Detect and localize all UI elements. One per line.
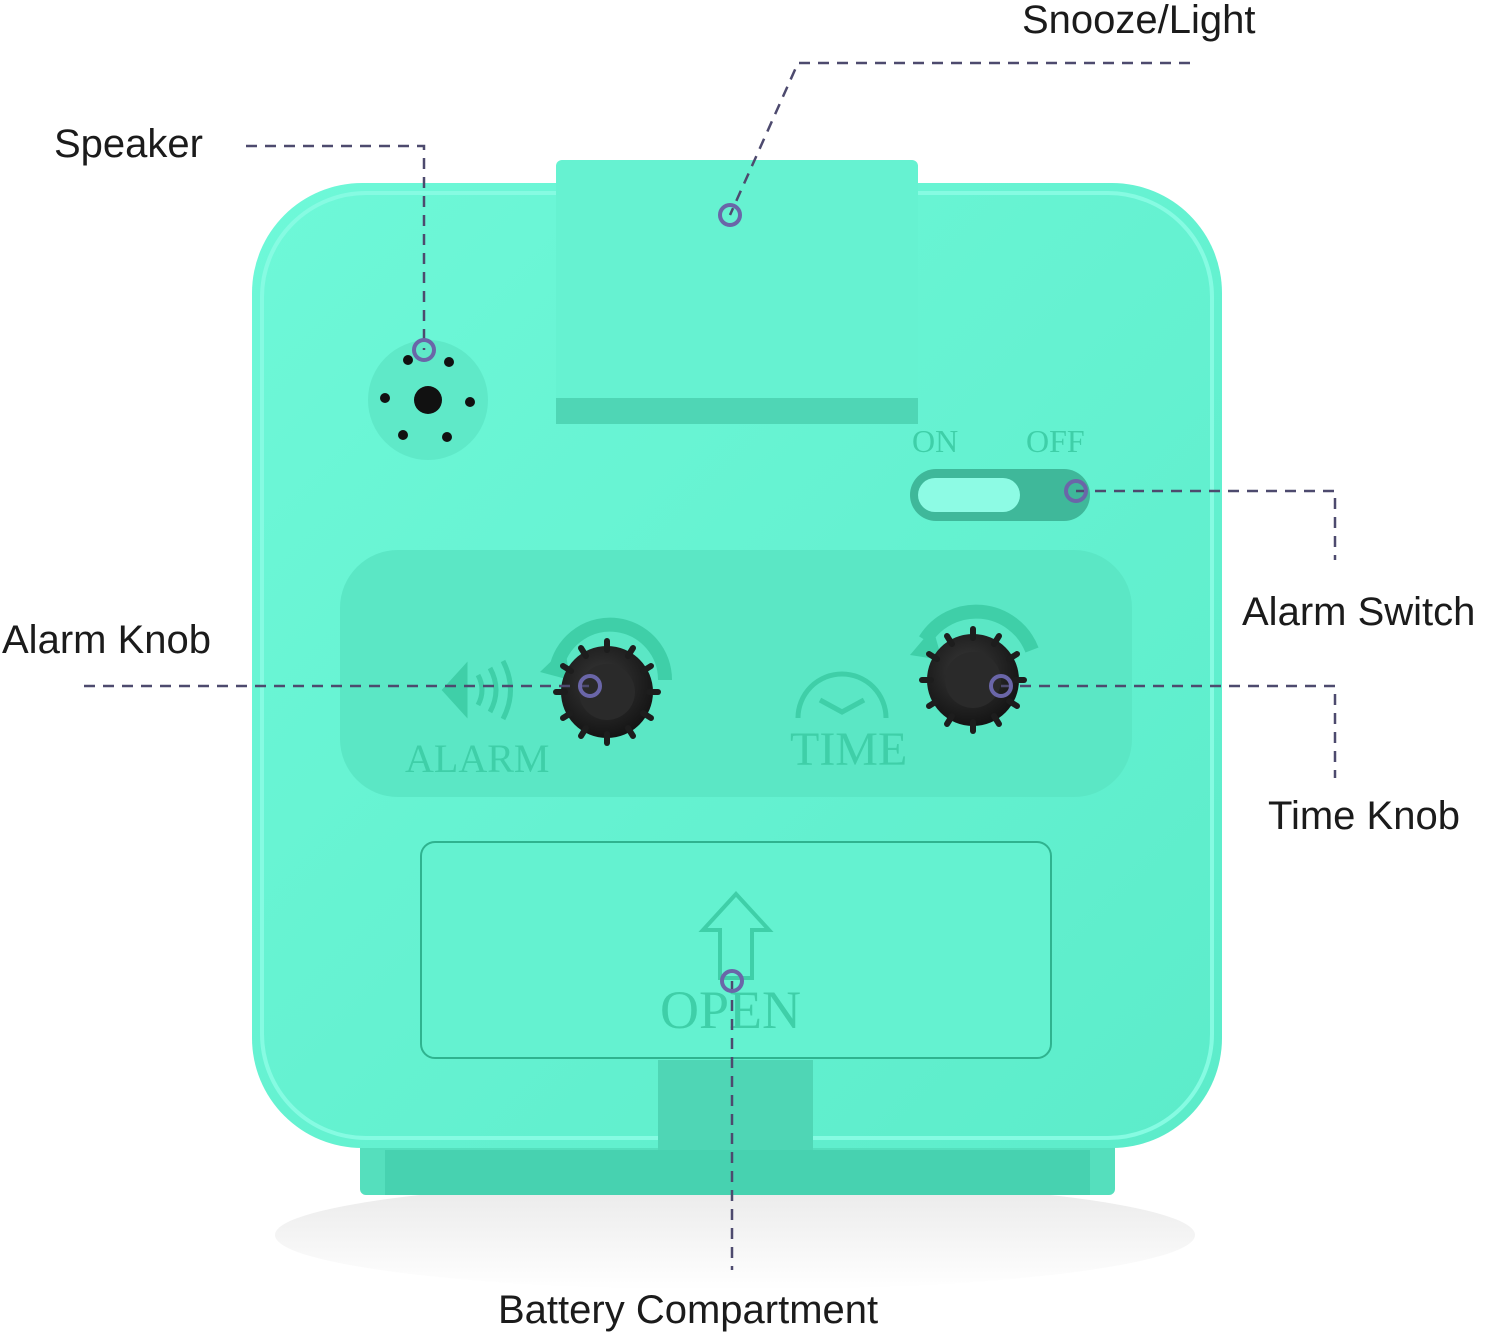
snooze-light-callout: Snooze/Light [1022,0,1256,42]
switch-off-label: OFF [1026,423,1085,459]
base-stand-inner [385,1150,1090,1195]
alarm-knob-callout: Alarm Knob [2,618,211,662]
time-knob-callout: Time Knob [1268,794,1460,838]
time-knob[interactable] [919,626,1027,734]
up-arrow-icon [698,891,774,980]
battery-compartment-callout: Battery Compartment [498,1288,879,1332]
rotate-arrow-icon [540,617,673,681]
snooze-light-slot [556,398,918,424]
switch-on-label: ON [912,423,958,459]
time-label: TIME [790,723,907,776]
callout-markers [412,203,1088,993]
alarm-switch[interactable] [918,478,1020,512]
leader-alarm-switch [1076,489,1337,560]
snooze-light-button[interactable] [556,160,918,422]
rotate-arrow-icon [910,604,1039,660]
alarm-label: ALARM [405,736,549,781]
leader-time-knob [1001,684,1337,778]
leader-speaker [246,144,426,350]
knob-panel [340,550,1132,797]
floor-shadow [275,1180,1195,1290]
battery-compartment-cover[interactable] [420,841,1052,1059]
leader-lines [84,61,1337,1270]
battery-latch [658,1060,813,1150]
speaker-grille-icon [368,340,488,460]
alarm-switch-callout: Alarm Switch [1242,590,1476,634]
speaker-callout: Speaker [54,122,203,166]
leader-snooze-light [728,61,1190,216]
clock-face-icon [795,671,889,719]
alarm-sound-icon [441,659,513,721]
